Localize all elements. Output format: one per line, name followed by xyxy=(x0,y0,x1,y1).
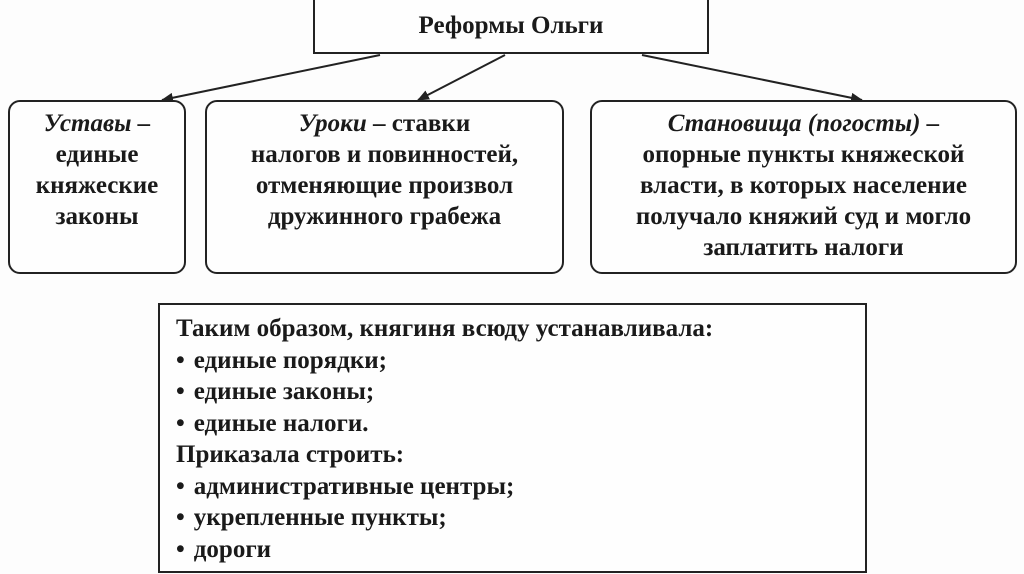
reform-card-stanovishcha: Становища (погосты) – опорные пункты кня… xyxy=(590,100,1017,274)
established-item: единые порядки; xyxy=(176,345,865,377)
summary-intro: Таким образом, княгиня всюду устанавлива… xyxy=(176,315,714,342)
reform-card-uroki: Уроки – ставки налогов и повинностей, от… xyxy=(205,100,564,274)
arrow-to-ustavy xyxy=(161,54,381,103)
build-item: административные центры; xyxy=(176,471,865,503)
diagram-title: Реформы Ольги xyxy=(418,12,604,39)
build-item: укрепленные пункты; xyxy=(176,502,865,534)
reform-description-line: заплатить налоги xyxy=(703,234,904,261)
arrow-to-stanovishcha xyxy=(641,54,863,103)
reform-description-line: налогов и повинностей, xyxy=(250,141,519,168)
reform-term-suffix: – ставки xyxy=(366,110,471,137)
summary-box: Таким образом, княгиня всюду устанавлива… xyxy=(158,303,867,573)
reform-card-ustavy: Уставы – единые княжеские законы xyxy=(8,100,186,274)
reform-term: Становища (погосты) – xyxy=(667,110,940,137)
reform-description-line: власти, в которых население xyxy=(639,172,968,199)
reform-description-line: отменяющие произвол xyxy=(255,172,514,199)
reform-description-line: получало княжий суд и могло xyxy=(635,203,972,230)
reform-description-line: княжеские xyxy=(35,172,159,199)
reform-description-line: опорные пункты княжеской xyxy=(642,141,965,168)
build-heading: Приказала строить: xyxy=(176,441,405,468)
reform-description-line: дружинного грабежа xyxy=(267,203,502,230)
reform-description-line: единые xyxy=(55,141,139,168)
reform-description-line: законы xyxy=(55,203,139,230)
arrow-to-uroki xyxy=(417,54,506,101)
build-item: дороги xyxy=(176,534,865,566)
diagram-title-box: Реформы Ольги xyxy=(313,0,709,54)
reform-term-line: Уроки – ставки xyxy=(299,108,470,139)
reform-term: Уставы – xyxy=(43,110,151,137)
reform-term: Уроки xyxy=(298,110,367,137)
established-item: единые налоги. xyxy=(176,408,865,440)
established-item: единые законы; xyxy=(176,376,865,408)
